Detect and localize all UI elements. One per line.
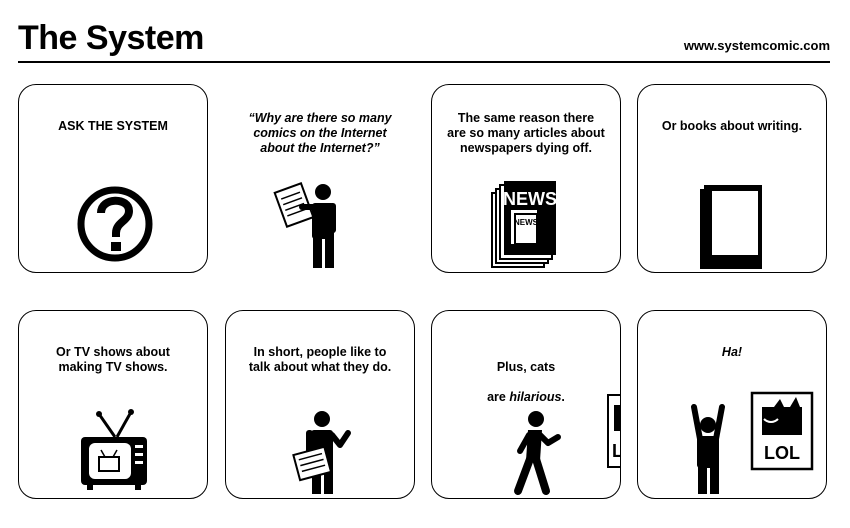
panel-2: “Why are there so many comics on the Int…	[225, 84, 415, 273]
book-icon	[700, 185, 762, 269]
news-headline: NEWS	[503, 189, 557, 209]
panel-8: Ha! LOL	[637, 310, 827, 499]
panel-7: Plus, cats are hilarious. LOL	[431, 310, 621, 499]
news-headline-small: NEWS	[514, 218, 539, 227]
lol-cat-sign-partial: LOL	[607, 394, 621, 468]
panel-5-caption: Or TV shows about making TV shows.	[56, 345, 170, 374]
lol-text: LOL	[764, 443, 800, 463]
panel-8-caption: Ha!	[721, 345, 743, 359]
comic-title: The System	[18, 19, 204, 57]
cheering-person-icon: LOL	[691, 391, 814, 494]
television-icon	[81, 409, 147, 490]
panel-6-caption: In short, people like to talk about what…	[248, 345, 392, 374]
panel-1: ASK THE SYSTEM	[18, 84, 208, 273]
panel-7-caption-line2: are hilarious.	[487, 390, 565, 404]
question-mark-icon	[77, 186, 153, 262]
panel-3: The same reason there are so many articl…	[431, 84, 621, 273]
svg-text:LOL: LOL	[612, 441, 621, 461]
person-with-paper-icon	[292, 411, 351, 494]
panel-4-caption: Or books about writing.	[661, 119, 803, 133]
comic-header: The System www.systemcomic.com	[18, 18, 830, 62]
lol-cat-sign: LOL	[750, 391, 814, 471]
panel-5: Or TV shows about making TV shows.	[18, 310, 208, 499]
header-divider	[18, 61, 830, 63]
panel-6: In short, people like to talk about what…	[225, 310, 415, 499]
panel-3-caption: The same reason there are so many articl…	[447, 111, 605, 155]
panel-7-caption-line1: Plus, cats	[496, 360, 556, 374]
panel-1-caption: ASK THE SYSTEM	[58, 119, 168, 133]
walking-person-icon: LOL	[514, 394, 621, 495]
site-url: www.systemcomic.com	[683, 38, 830, 53]
panel-7-caption: Plus, cats are hilarious.	[438, 345, 614, 420]
panel-2-caption: “Why are there so many comics on the Int…	[248, 111, 392, 155]
person-reading-icon	[273, 182, 336, 268]
newspaper-stack-icon: NEWS NEWS	[491, 181, 557, 268]
panel-4: Or books about writing.	[637, 84, 827, 273]
